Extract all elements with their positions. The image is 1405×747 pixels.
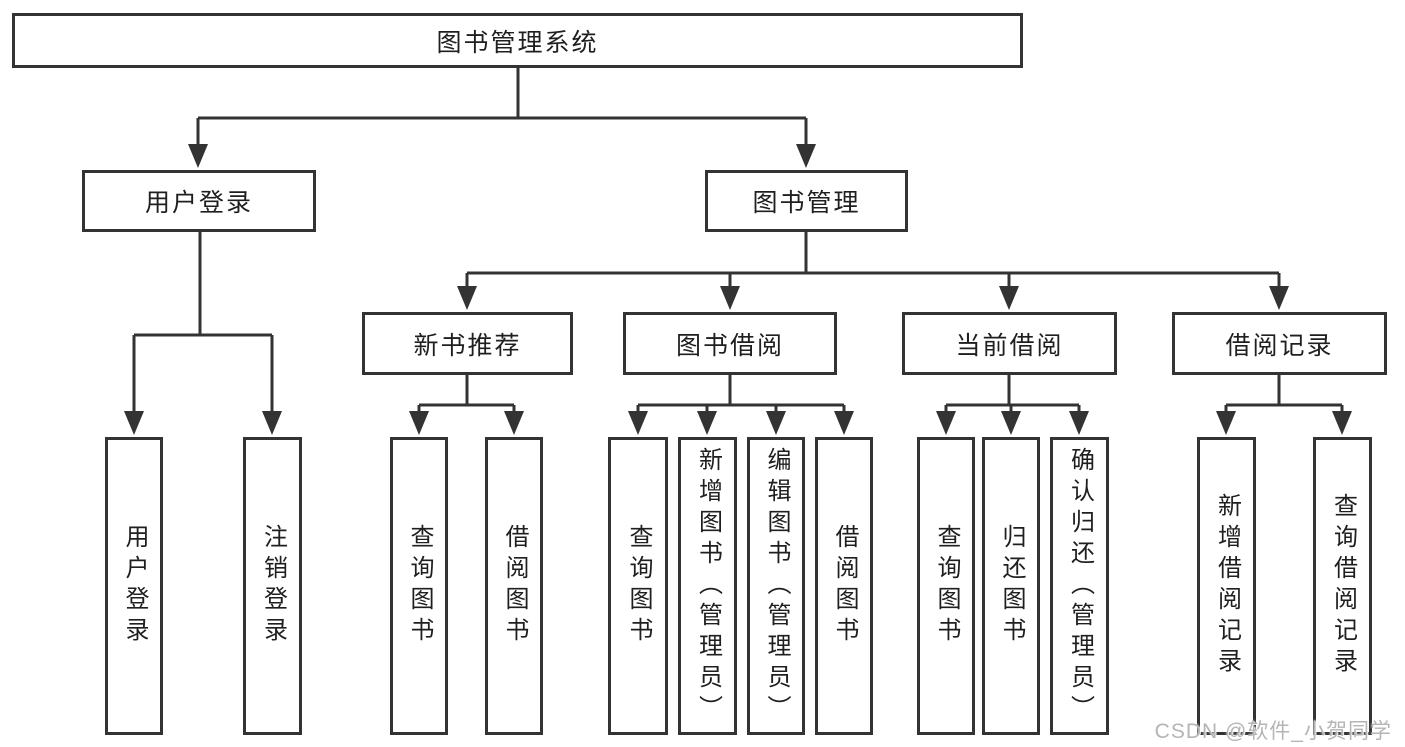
leaf-borrow-books-recommend: 借阅图书 bbox=[485, 437, 543, 735]
node-new-book-recommendation: 新书推荐 bbox=[362, 312, 573, 375]
leaf-query-borrow-record-label: 查询借阅记录 bbox=[1329, 493, 1357, 679]
leaf-add-borrow-record: 新增借阅记录 bbox=[1197, 437, 1256, 735]
leaf-query-books-current: 查询图书 bbox=[917, 437, 975, 735]
leaf-confirm-return-admin: 确认归还（管理员） bbox=[1050, 437, 1109, 735]
arrowheads bbox=[124, 144, 1352, 435]
node-new-book-recommendation-label: 新书推荐 bbox=[413, 331, 522, 360]
leaf-borrow-books-label: 借阅图书 bbox=[831, 524, 858, 648]
leaf-query-books-borrowing-label: 查询图书 bbox=[625, 524, 652, 648]
leaf-user-login: 用户登录 bbox=[105, 437, 163, 735]
node-user-login: 用户登录 bbox=[82, 170, 316, 232]
leaf-query-books-recommend: 查询图书 bbox=[390, 437, 448, 735]
leaf-query-borrow-record: 查询借阅记录 bbox=[1313, 437, 1372, 735]
node-current-borrowing-label: 当前借阅 bbox=[955, 331, 1064, 360]
leaf-add-book-admin: 新增图书（管理员） bbox=[678, 437, 737, 735]
leaf-add-borrow-record-label: 新增借阅记录 bbox=[1213, 493, 1241, 679]
leaf-return-book: 归还图书 bbox=[982, 437, 1040, 735]
node-book-borrowing-label: 图书借阅 bbox=[675, 331, 784, 360]
leaf-confirm-return-admin-label: 确认归还（管理员） bbox=[1066, 446, 1094, 726]
connector-paths bbox=[132, 68, 1344, 418]
node-book-management-label: 图书管理 bbox=[752, 189, 861, 217]
leaf-add-book-admin-label: 新增图书（管理员） bbox=[694, 446, 722, 726]
leaf-user-login-label: 用户登录 bbox=[121, 524, 148, 648]
csdn-watermark: CSDN @软件_小贺同学 bbox=[1154, 720, 1392, 743]
node-current-borrowing: 当前借阅 bbox=[902, 312, 1117, 375]
leaf-query-books-current-label: 查询图书 bbox=[933, 524, 960, 648]
node-user-login-label: 用户登录 bbox=[144, 189, 253, 217]
leaf-logout-label: 注销登录 bbox=[259, 524, 287, 648]
node-borrowing-records-label: 借阅记录 bbox=[1225, 331, 1334, 360]
node-root-label: 图书管理系统 bbox=[436, 28, 599, 57]
leaf-borrow-books-recommend-label: 借阅图书 bbox=[501, 524, 528, 648]
leaf-edit-book-admin-label: 编辑图书（管理员） bbox=[763, 446, 790, 726]
node-root: 图书管理系统 bbox=[12, 13, 1023, 68]
node-book-borrowing: 图书借阅 bbox=[623, 312, 837, 375]
leaf-query-books-borrowing: 查询图书 bbox=[608, 437, 668, 735]
leaf-return-book-label: 归还图书 bbox=[998, 524, 1025, 648]
leaf-borrow-books: 借阅图书 bbox=[815, 437, 873, 735]
node-book-management: 图书管理 bbox=[705, 170, 908, 232]
leaf-logout: 注销登录 bbox=[243, 437, 302, 735]
leaf-edit-book-admin: 编辑图书（管理员） bbox=[747, 437, 805, 735]
leaf-query-books-recommend-label: 查询图书 bbox=[406, 524, 433, 648]
node-borrowing-records: 借阅记录 bbox=[1172, 312, 1387, 375]
